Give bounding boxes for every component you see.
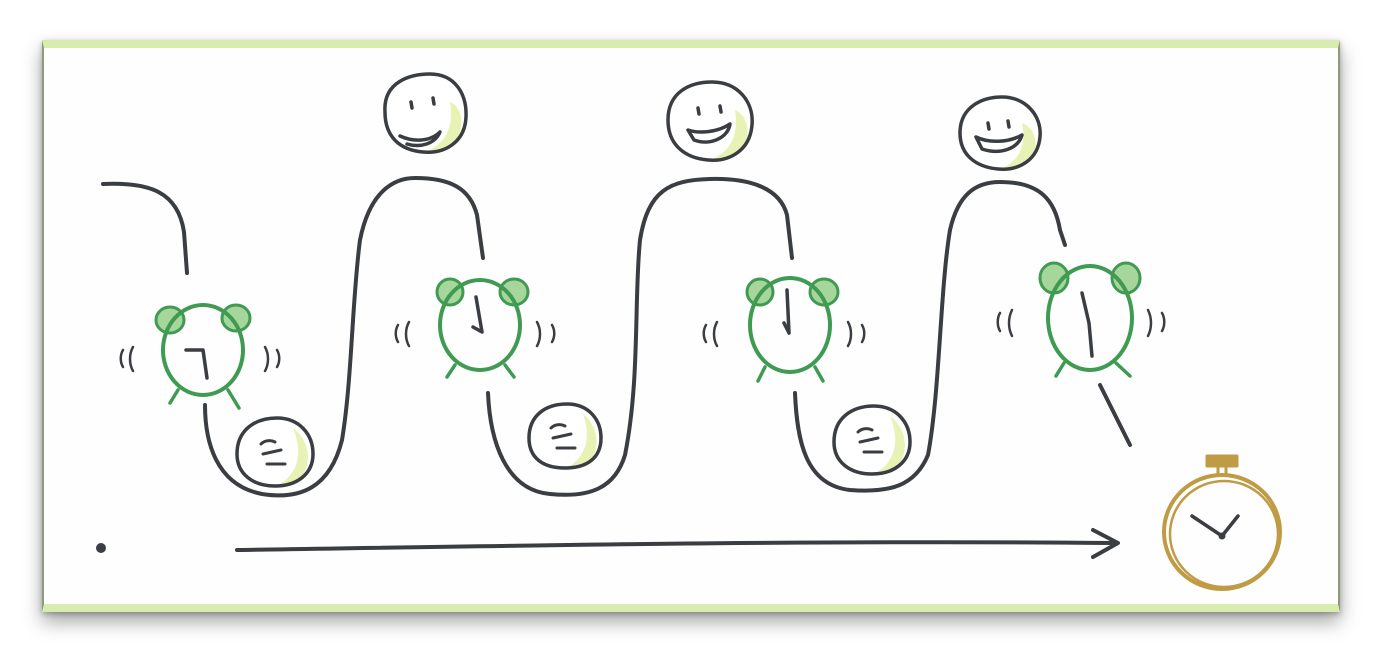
sleepy-face-icon xyxy=(235,416,315,488)
happy-face-icon xyxy=(958,95,1042,171)
alarm-clock-icon xyxy=(119,303,281,410)
start-dot-icon xyxy=(96,543,106,553)
alarm-clock-icon xyxy=(996,261,1166,378)
happy-face-icon xyxy=(383,72,468,154)
sleepy-face-icon xyxy=(832,404,912,476)
sleepy-face-icon xyxy=(527,402,603,470)
alarm-clock-icon xyxy=(394,277,556,379)
alarm-clock-icon xyxy=(702,276,866,383)
stopwatch-icon xyxy=(1162,454,1282,591)
sleep-wake-curve xyxy=(101,176,1132,498)
happy-face-icon xyxy=(666,80,754,162)
timeline-arrow-icon xyxy=(235,528,1120,559)
